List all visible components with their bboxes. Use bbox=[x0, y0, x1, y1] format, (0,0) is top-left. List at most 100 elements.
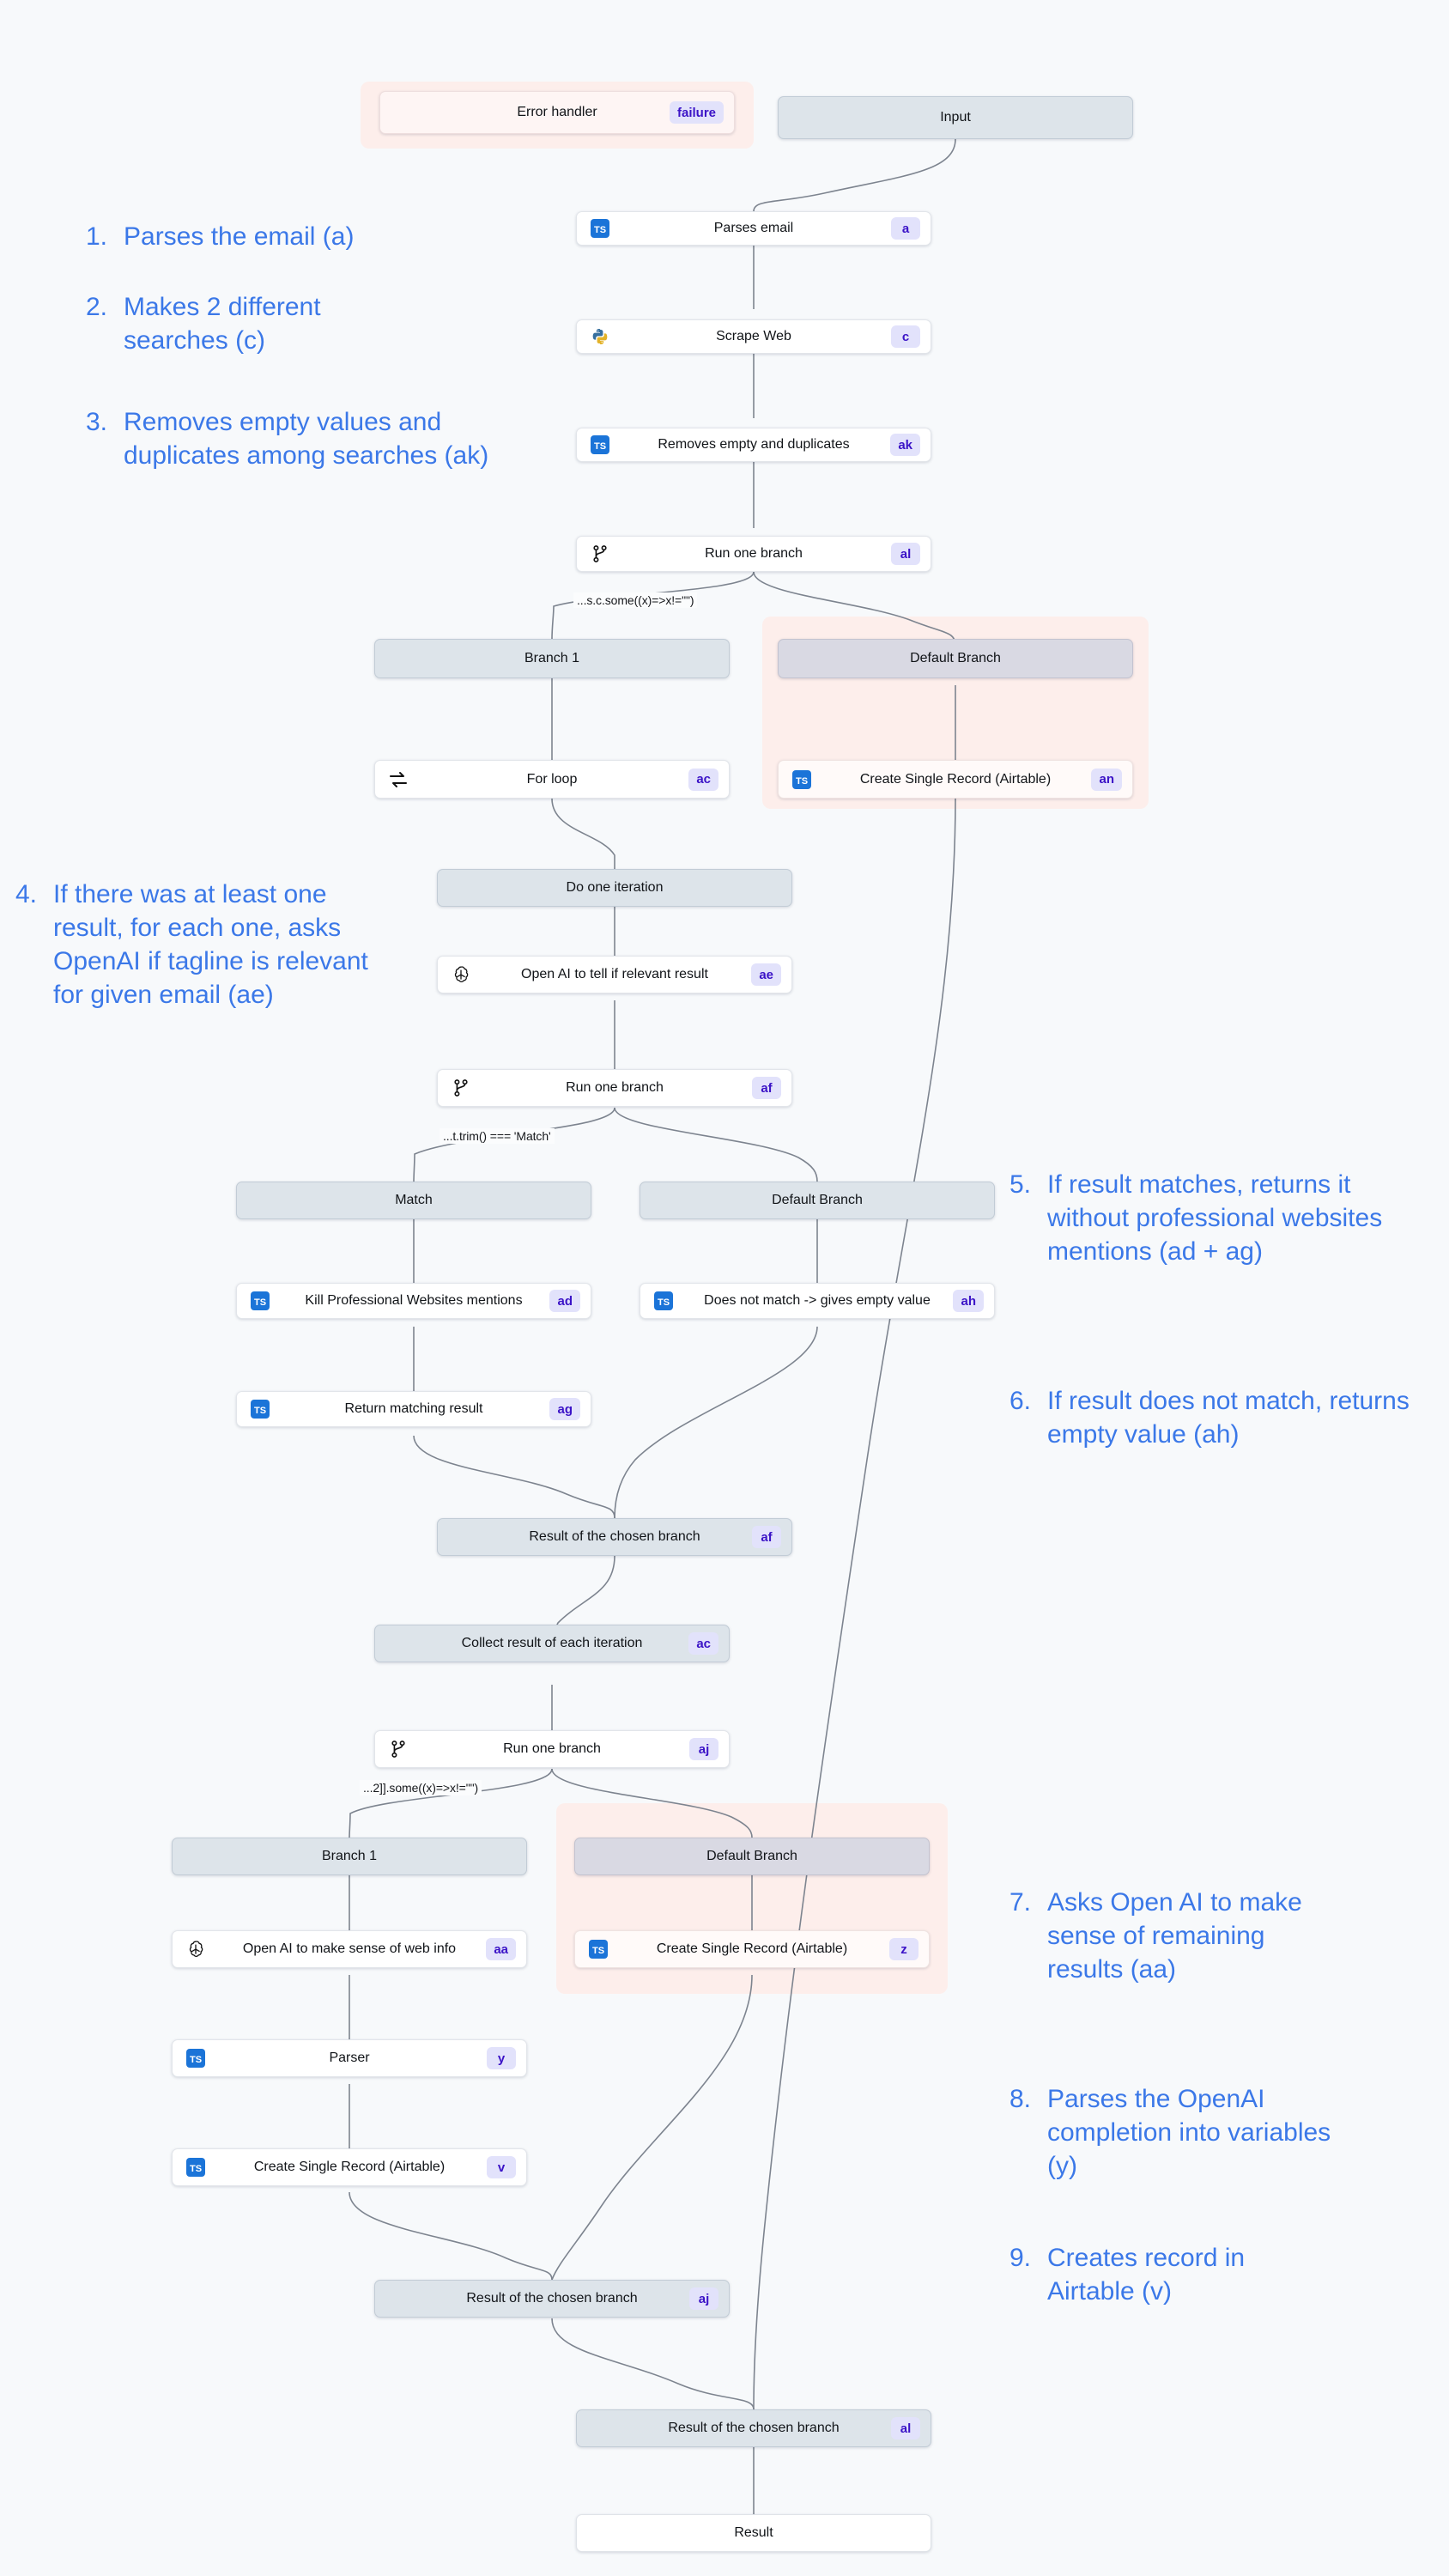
annotation-text: Removes empty values and duplicates amon… bbox=[124, 408, 489, 470]
node-openai-relevant-result[interactable]: Open AI to tell if relevant result ae bbox=[437, 956, 792, 993]
node-badge: ah bbox=[953, 1290, 984, 1312]
typescript-icon: TS bbox=[185, 2047, 207, 2069]
edge-label-aj-branch: ...2]].some((x)=>x!="") bbox=[360, 1780, 482, 1795]
node-title: Create Single Record (Airtable) bbox=[859, 771, 1052, 787]
node-input[interactable]: Input bbox=[778, 96, 1133, 139]
node-default-branch-bottom[interactable]: Default Branch bbox=[574, 1838, 930, 1875]
node-title: Open AI to tell if relevant result bbox=[521, 967, 708, 982]
node-title: For loop bbox=[526, 771, 578, 787]
node-default-branch-mid[interactable]: Default Branch bbox=[640, 1182, 995, 1219]
annotation-text: If result does not match, returns empty … bbox=[1047, 1387, 1410, 1449]
annotation-text: Asks Open AI to make sense of remaining … bbox=[1047, 1888, 1302, 1984]
node-title: Branch 1 bbox=[321, 1849, 378, 1864]
node-error-handler[interactable]: Error handler failure bbox=[379, 91, 735, 134]
node-default-branch-top[interactable]: Default Branch bbox=[778, 639, 1133, 678]
node-do-one-iteration[interactable]: Do one iteration bbox=[437, 869, 792, 907]
edge-label-af-match: ...t.trim() === 'Match' bbox=[440, 1128, 555, 1144]
node-badge: c bbox=[891, 325, 920, 348]
annotation-number: 8. bbox=[1009, 2085, 1032, 2113]
annotation-number: 7. bbox=[1009, 1888, 1032, 1917]
typescript-icon: TS bbox=[589, 434, 611, 456]
annotation-2: 2. Makes 2 different searches (c) bbox=[86, 290, 395, 357]
node-title: Kill Professional Websites mentions bbox=[305, 1293, 523, 1309]
annotation-number: 2. bbox=[86, 293, 108, 321]
annotation-text: Creates record in Airtable (v) bbox=[1047, 2244, 1246, 2306]
node-result[interactable]: Result bbox=[576, 2514, 931, 2552]
node-parses-email[interactable]: TS Parses email a bbox=[576, 211, 931, 246]
node-title: Result of the chosen branch bbox=[668, 2421, 840, 2436]
node-removes-empty-duplicates[interactable]: TS Removes empty and duplicates ak bbox=[576, 428, 931, 462]
node-title: Default Branch bbox=[910, 651, 1001, 666]
node-result-chosen-branch-af[interactable]: Result of the chosen branch af bbox=[437, 1518, 792, 1556]
node-badge: ae bbox=[751, 963, 781, 986]
node-badge: ac bbox=[688, 1632, 718, 1655]
node-title: Scrape Web bbox=[716, 329, 791, 344]
node-badge: af bbox=[752, 1077, 781, 1099]
node-run-one-branch-aj[interactable]: Run one branch aj bbox=[374, 1730, 730, 1768]
node-title: Create Single Record (Airtable) bbox=[253, 2160, 446, 2175]
branch-icon bbox=[387, 1738, 409, 1760]
node-title: Run one branch bbox=[705, 546, 803, 562]
node-badge: failure bbox=[669, 101, 724, 124]
annotation-text: Parses the OpenAI completion into variab… bbox=[1047, 2085, 1331, 2180]
annotation-1: 1. Parses the email (a) bbox=[86, 220, 446, 253]
node-title: Does not match -> gives empty value bbox=[704, 1293, 931, 1309]
typescript-icon: TS bbox=[652, 1290, 675, 1312]
typescript-icon: TS bbox=[249, 1290, 271, 1312]
node-run-one-branch-al[interactable]: Run one branch al bbox=[576, 536, 931, 572]
typescript-icon: TS bbox=[791, 769, 813, 791]
branch-icon bbox=[450, 1077, 472, 1099]
node-badge: a bbox=[891, 217, 920, 240]
node-result-chosen-branch-al[interactable]: Result of the chosen branch al bbox=[576, 2409, 931, 2447]
node-for-loop[interactable]: For loop ac bbox=[374, 760, 730, 799]
node-does-not-match[interactable]: TS Does not match -> gives empty value a… bbox=[640, 1283, 995, 1319]
node-branch-1-bottom[interactable]: Branch 1 bbox=[172, 1838, 527, 1875]
node-create-single-record-an[interactable]: TS Create Single Record (Airtable) an bbox=[778, 760, 1133, 799]
node-title: Open AI to make sense of web info bbox=[242, 1941, 457, 1957]
node-openai-make-sense-web-info[interactable]: Open AI to make sense of web info aa bbox=[172, 1930, 527, 1968]
annotation-6: 6. If result does not match, returns emp… bbox=[1009, 1384, 1413, 1451]
node-title: Run one branch bbox=[566, 1080, 664, 1096]
node-kill-professional-websites-mentions[interactable]: TS Kill Professional Websites mentions a… bbox=[236, 1283, 591, 1319]
typescript-icon: TS bbox=[587, 1938, 609, 1960]
node-badge: ac bbox=[688, 768, 718, 791]
annotation-text: Makes 2 different searches (c) bbox=[124, 293, 321, 355]
node-badge: ak bbox=[890, 434, 920, 456]
node-title: Default Branch bbox=[706, 1849, 797, 1864]
node-run-one-branch-af[interactable]: Run one branch af bbox=[437, 1069, 792, 1107]
loop-icon bbox=[387, 769, 409, 791]
annotation-7: 7. Asks Open AI to make sense of remaini… bbox=[1009, 1886, 1336, 1986]
node-create-single-record-z[interactable]: TS Create Single Record (Airtable) z bbox=[574, 1930, 930, 1968]
annotation-9: 9. Creates record in Airtable (v) bbox=[1009, 2241, 1336, 2308]
node-create-single-record-v[interactable]: TS Create Single Record (Airtable) v bbox=[172, 2148, 527, 2186]
node-badge: z bbox=[889, 1938, 919, 1960]
node-match[interactable]: Match bbox=[236, 1182, 591, 1219]
node-collect-result-each-iteration[interactable]: Collect result of each iteration ac bbox=[374, 1625, 730, 1662]
node-badge: v bbox=[487, 2156, 516, 2178]
typescript-icon: TS bbox=[249, 1398, 271, 1420]
node-badge: aj bbox=[689, 2287, 718, 2310]
node-title: Result of the chosen branch bbox=[466, 2291, 638, 2306]
annotation-text: If there was at least one result, for ea… bbox=[53, 880, 368, 1009]
node-title: Parser bbox=[329, 2050, 370, 2066]
node-badge: af bbox=[752, 1526, 781, 1548]
node-badge: aj bbox=[689, 1738, 718, 1760]
node-badge: y bbox=[487, 2047, 516, 2069]
annotation-text: Parses the email (a) bbox=[124, 222, 355, 251]
node-title: Do one iteration bbox=[566, 880, 664, 896]
node-result-chosen-branch-aj[interactable]: Result of the chosen branch aj bbox=[374, 2280, 730, 2318]
node-scrape-web[interactable]: Scrape Web c bbox=[576, 319, 931, 354]
node-title: Return matching result bbox=[344, 1401, 483, 1417]
typescript-icon: TS bbox=[185, 2156, 207, 2178]
node-title: Removes empty and duplicates bbox=[658, 437, 850, 453]
branch-icon bbox=[589, 543, 611, 565]
python-icon bbox=[589, 325, 611, 348]
annotation-3: 3. Removes empty values and duplicates a… bbox=[86, 405, 489, 472]
node-parser[interactable]: TS Parser y bbox=[172, 2039, 527, 2077]
node-title: Run one branch bbox=[503, 1741, 601, 1757]
node-return-matching-result[interactable]: TS Return matching result ag bbox=[236, 1391, 591, 1427]
node-badge: ag bbox=[549, 1398, 580, 1420]
annotation-text: If result matches, returns it without pr… bbox=[1047, 1170, 1383, 1266]
node-branch-1-top[interactable]: Branch 1 bbox=[374, 639, 730, 678]
